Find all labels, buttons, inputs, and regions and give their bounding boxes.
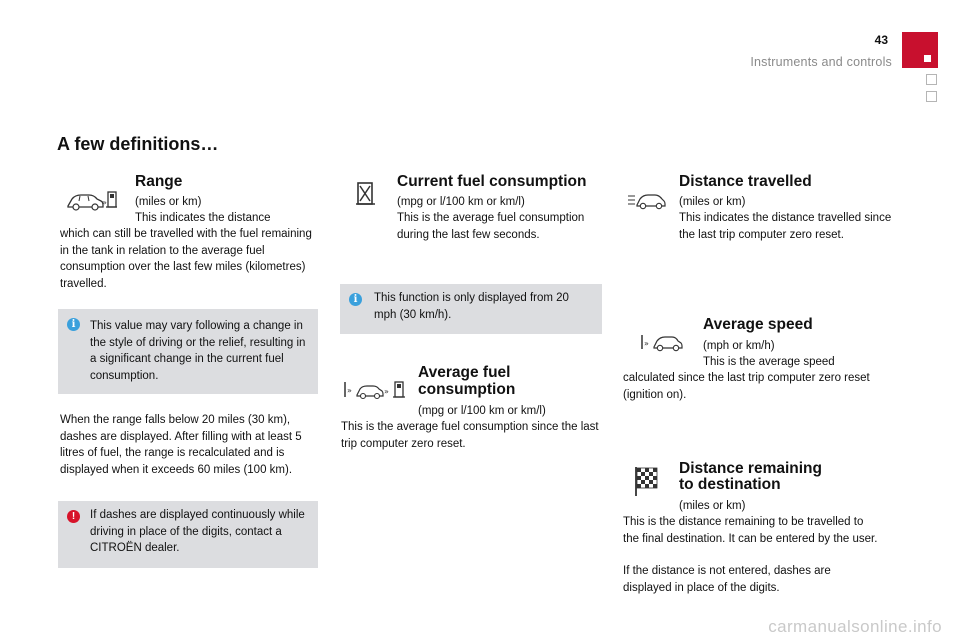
distance-remaining-title-line2: to destination: [679, 476, 781, 493]
average-speed-icon: »: [641, 335, 683, 352]
distance-travelled-unit: (miles or km): [679, 196, 746, 208]
range-warning-text: If dashes are displayed continuously whi…: [90, 509, 305, 554]
current-fuel-title: Current fuel consumption: [397, 173, 587, 190]
watermark: carmanualsonline.info: [768, 617, 942, 636]
average-speed-body: calculated since the last trip computer …: [623, 372, 870, 401]
average-fuel-title: Average fuel consumption: [418, 364, 516, 398]
page-number: 43: [874, 33, 888, 47]
average-speed-unit: (mph or km/h): [703, 340, 775, 352]
average-fuel-body: This is the average fuel consumption sin…: [341, 421, 599, 450]
average-speed-body-line1: This is the average speed: [703, 356, 835, 368]
distance-remaining-body: This is the distance remaining to be tra…: [623, 516, 878, 545]
car-fuel-range-icon: »: [67, 191, 117, 211]
distance-travelled-title: Distance travelled: [679, 173, 812, 190]
range-dashes-text: When the range falls below 20 miles (30 …: [60, 414, 302, 476]
distance-travelled-body: This indicates the distance travelled si…: [679, 212, 892, 241]
info-icon: i: [67, 318, 80, 331]
range-note-text: This value may vary following a change i…: [90, 320, 306, 382]
svg-text:»: »: [384, 387, 389, 396]
warning-icon: !: [67, 510, 80, 523]
current-fuel-unit: (mpg or l/100 km or km/l): [397, 196, 525, 208]
distance-remaining-title-line1: Distance remaining: [679, 460, 822, 477]
average-fuel-icon: » »: [344, 381, 405, 400]
page-title: A few definitions…: [57, 134, 219, 154]
chapter-tab-marker: [902, 32, 938, 68]
svg-text:»: »: [644, 339, 649, 348]
average-fuel-unit: (mpg or l/100 km or km/l): [418, 405, 546, 417]
range-body-line1: This indicates the distance: [135, 212, 271, 224]
svg-text:»: »: [102, 198, 107, 207]
distance-travelled-icon: [628, 194, 666, 210]
chapter-title: Instruments and controls: [750, 55, 892, 69]
range-info-note: i This value may vary following a change…: [58, 309, 318, 394]
chapter-tab-marker-empty: [926, 91, 937, 102]
fuel-pump-icon: [356, 182, 375, 205]
svg-text:»: »: [347, 386, 352, 395]
range-warning-note: ! If dashes are displayed continuously w…: [58, 501, 318, 568]
current-fuel-info-note: i This function is only displayed from 2…: [340, 284, 602, 334]
range-title: Range: [135, 173, 183, 190]
range-body: which can still be travelled with the fu…: [60, 228, 312, 290]
range-unit: (miles or km): [135, 196, 202, 208]
current-fuel-note-text: This function is only displayed from 20 …: [374, 292, 569, 321]
average-speed-title: Average speed: [703, 316, 813, 333]
info-icon: i: [349, 293, 362, 306]
chapter-tab-marker-empty: [926, 74, 937, 85]
checkered-flag-icon: [635, 467, 658, 496]
current-fuel-body: This is the average fuel consumption dur…: [397, 212, 585, 241]
distance-remaining-body2: If the distance is not entered, dashes a…: [623, 565, 831, 594]
distance-remaining-unit: (miles or km): [679, 500, 746, 512]
